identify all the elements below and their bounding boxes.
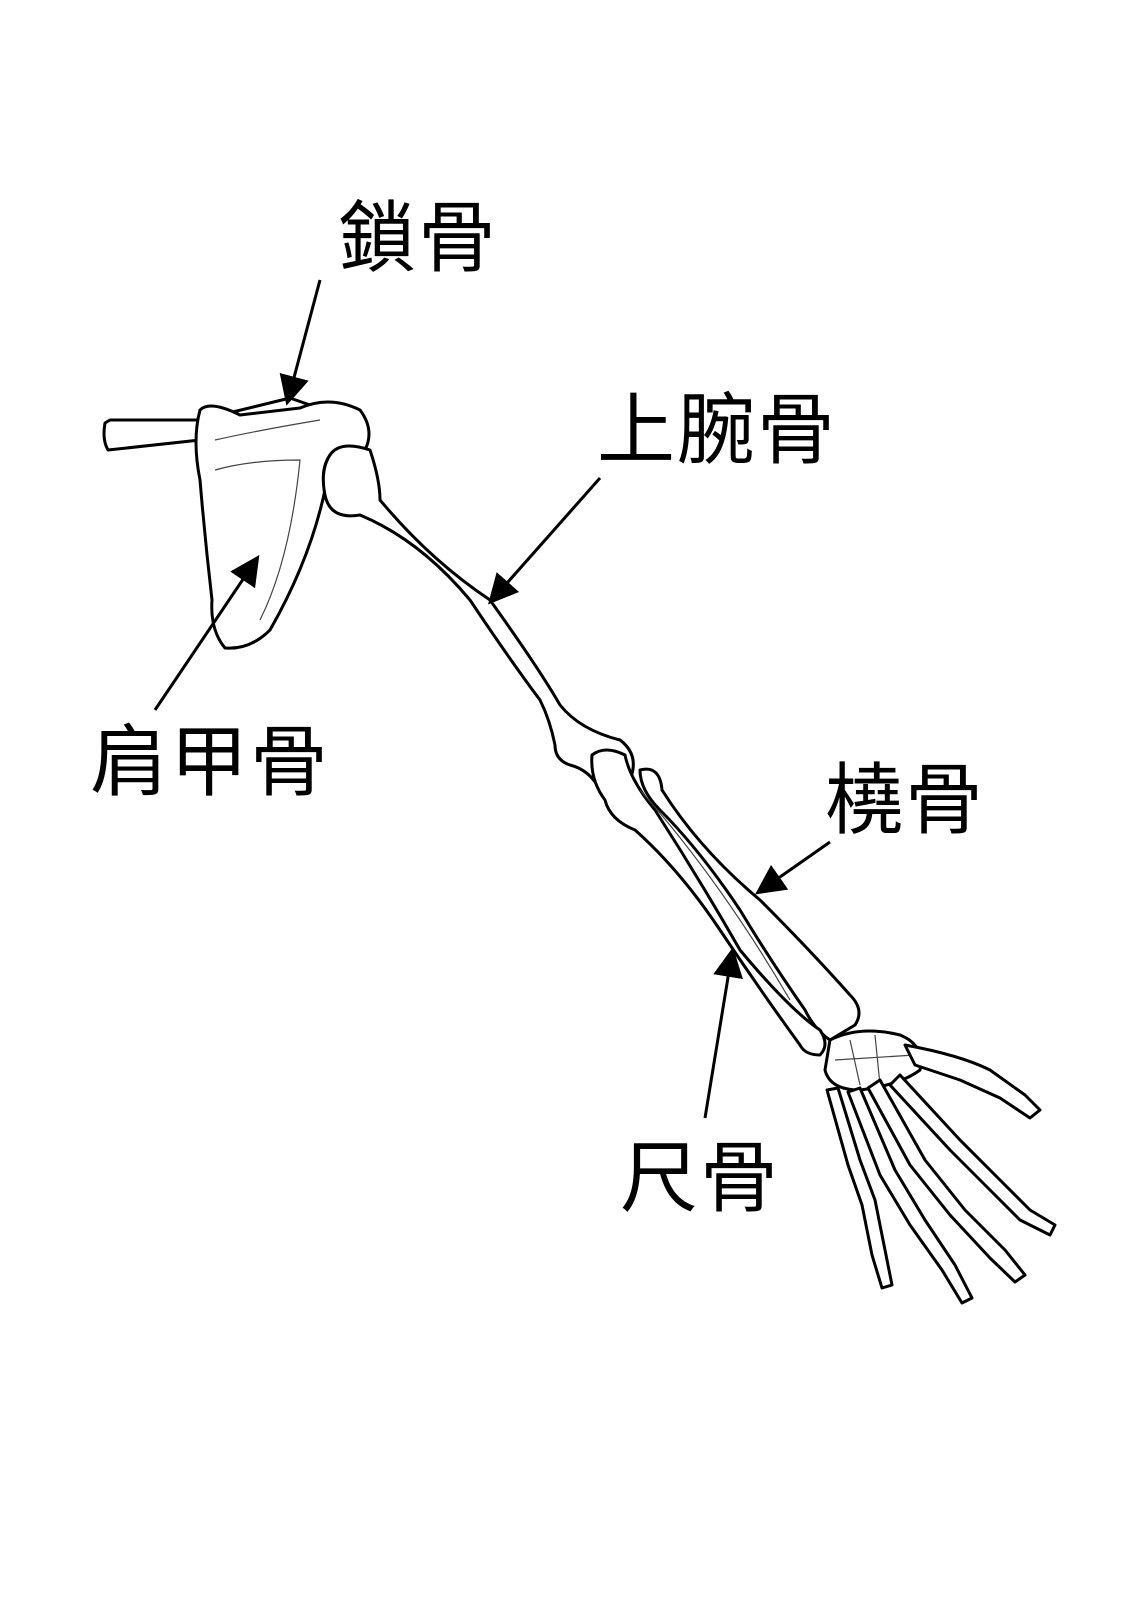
ulna-label: 尺骨 bbox=[620, 1134, 781, 1224]
ulna-arrow bbox=[703, 947, 743, 1119]
humerus-bone bbox=[321, 444, 635, 792]
humerus-label: 上腕骨 bbox=[597, 386, 838, 476]
hand-bones bbox=[823, 1029, 1057, 1305]
clavicle-label: 鎖骨 bbox=[338, 194, 499, 284]
radius-bone bbox=[638, 767, 861, 1042]
ulna-bone bbox=[590, 748, 827, 1057]
finger-3 bbox=[846, 1086, 974, 1305]
humerus-arrow bbox=[488, 477, 602, 605]
scapula-arrow bbox=[153, 555, 260, 711]
finger-1 bbox=[888, 1073, 1057, 1237]
radius-label: 橈骨 bbox=[825, 756, 986, 846]
radius-arrow bbox=[755, 840, 831, 895]
clavicle-arrow bbox=[279, 279, 322, 406]
thumb bbox=[903, 1043, 1042, 1120]
finger-2 bbox=[866, 1078, 1027, 1284]
finger-4 bbox=[825, 1086, 894, 1290]
scapula-label: 肩甲骨 bbox=[90, 718, 331, 808]
